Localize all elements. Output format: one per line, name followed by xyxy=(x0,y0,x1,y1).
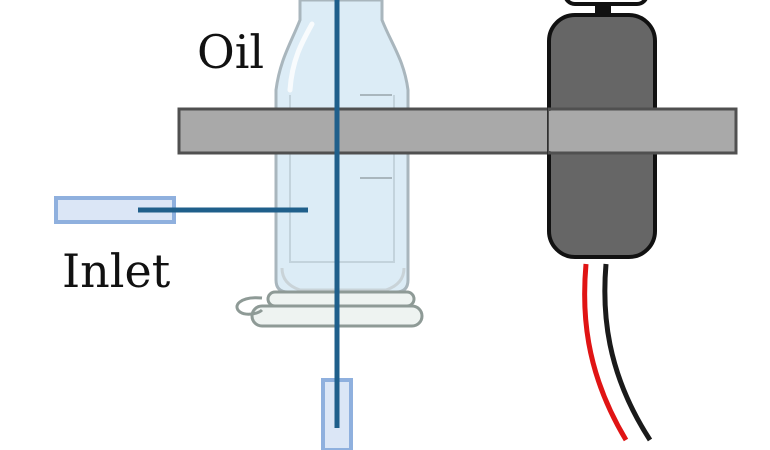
inlet-assembly xyxy=(54,196,308,224)
oil-label: Oil xyxy=(197,25,265,79)
wire-black xyxy=(602,263,653,442)
wire-red xyxy=(582,263,629,442)
bottle-overlap xyxy=(278,111,406,151)
bottle xyxy=(235,0,424,328)
bottle-foot xyxy=(266,290,416,308)
motor-neck xyxy=(595,3,611,15)
motor-wires xyxy=(582,263,653,442)
mounting-bar-front xyxy=(547,107,738,155)
bottle-shine xyxy=(287,21,315,93)
bottle-inner-wall xyxy=(289,95,395,263)
inlet-label: Inlet xyxy=(62,244,171,298)
bottle-base-ring xyxy=(280,267,406,292)
bottle-clip xyxy=(235,296,264,316)
